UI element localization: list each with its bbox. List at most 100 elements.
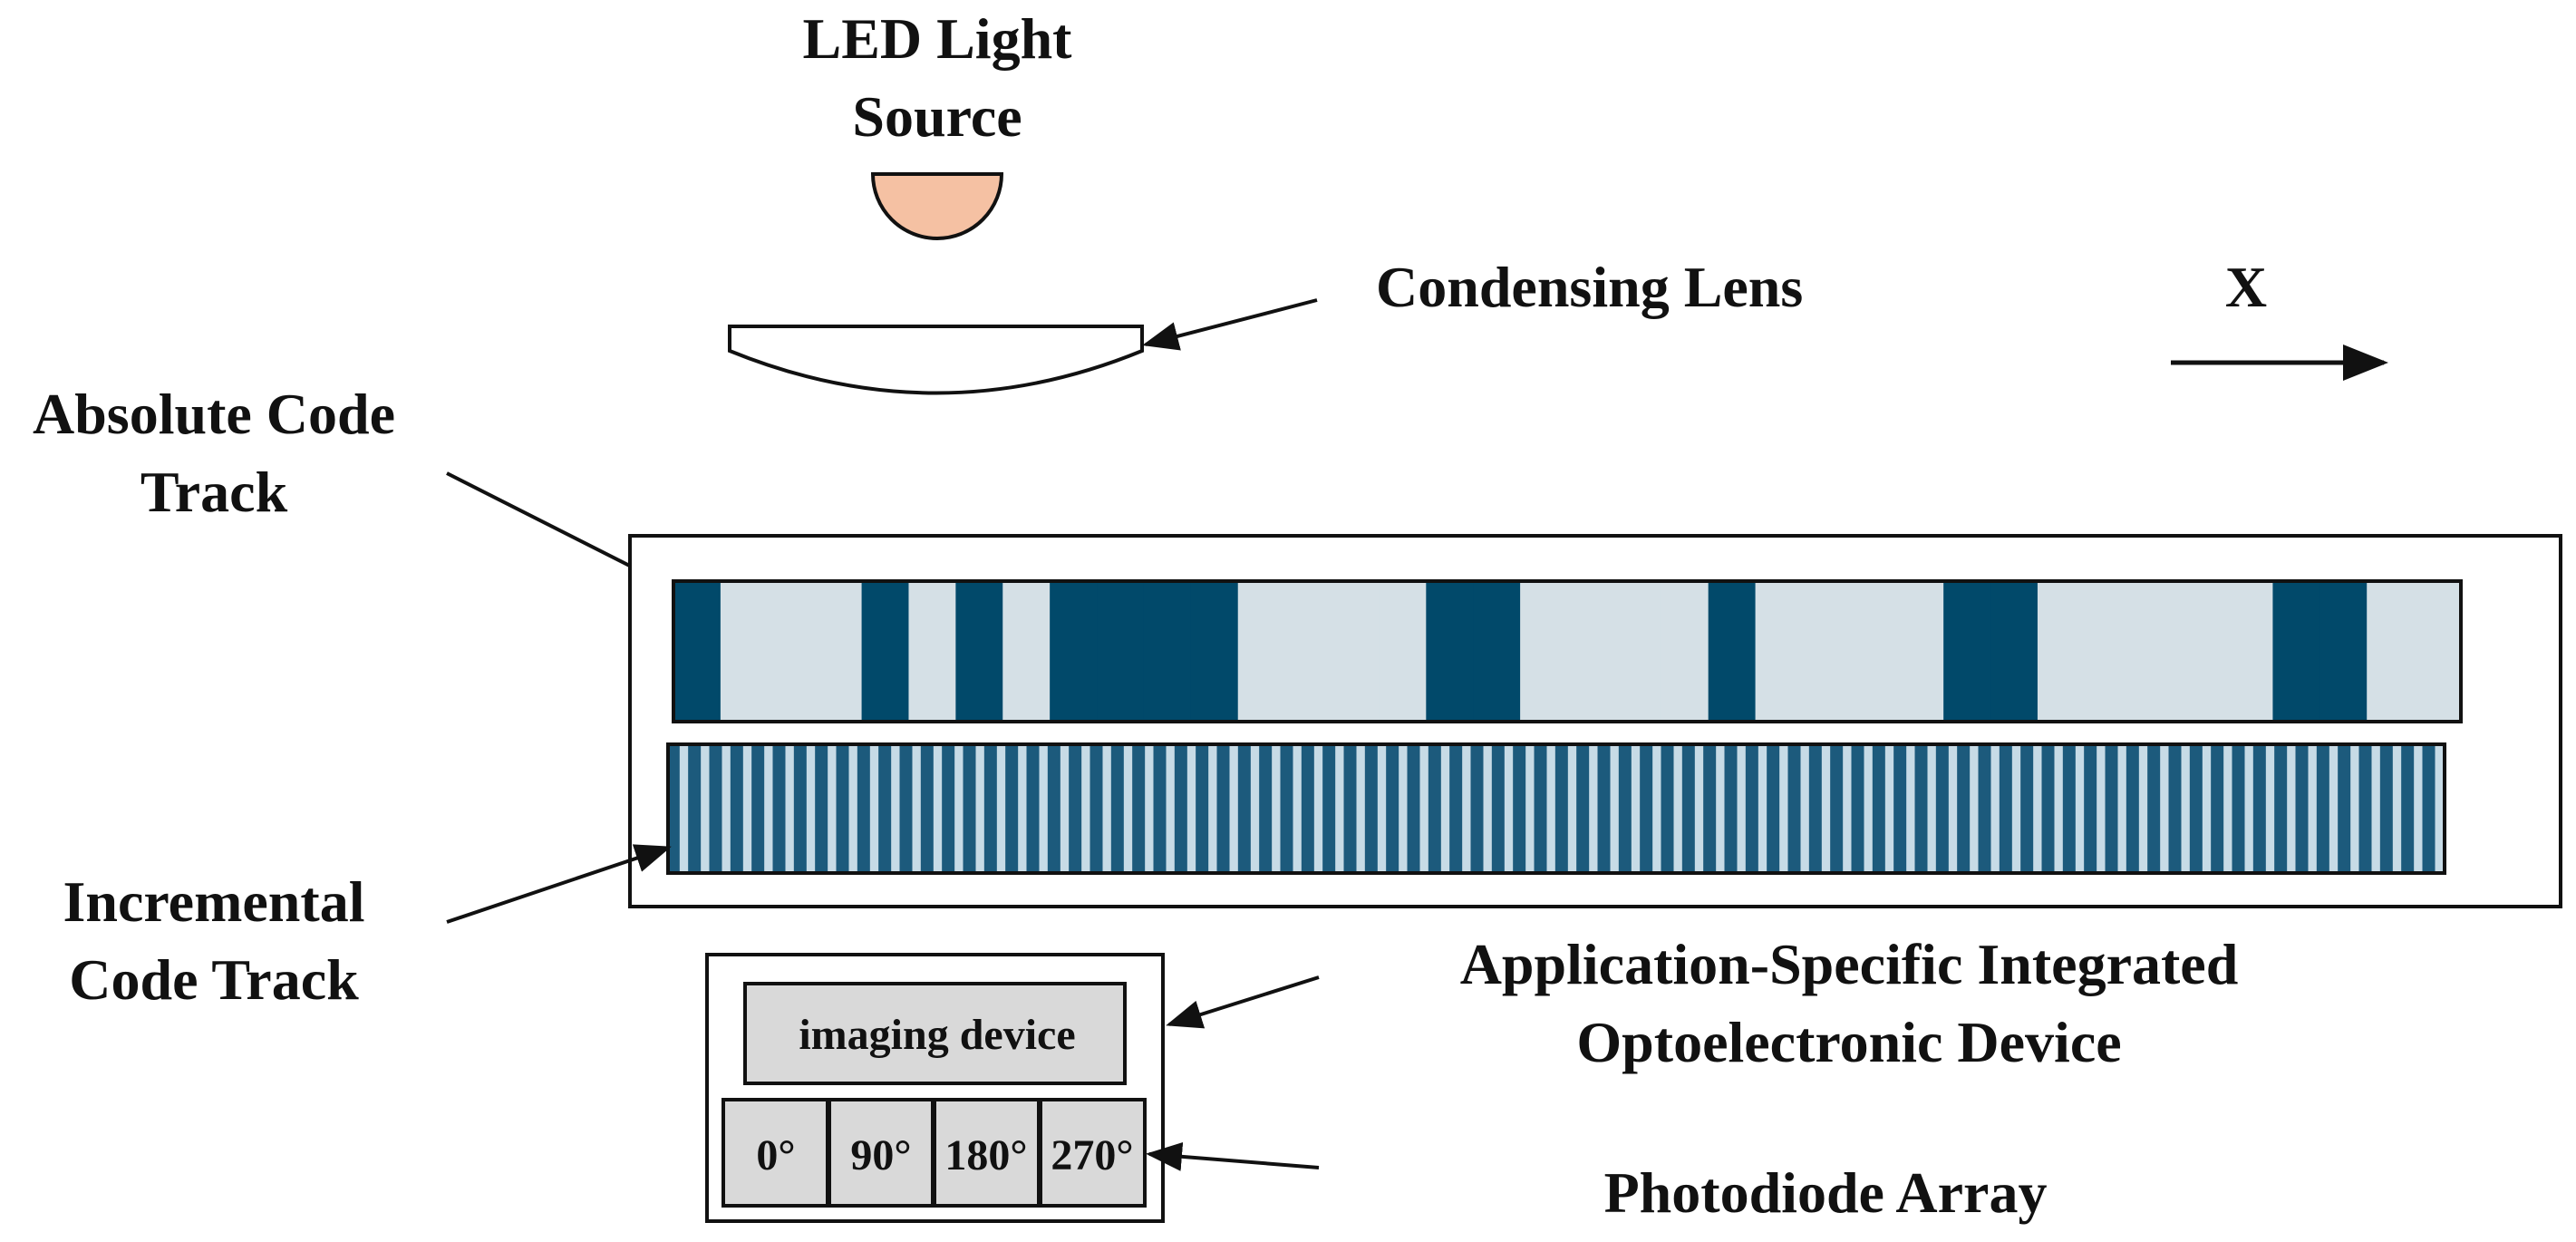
photodiode-180-label: 180° bbox=[944, 1131, 1027, 1179]
incremental-stripe bbox=[2287, 744, 2296, 873]
incremental-stripe bbox=[2371, 744, 2380, 873]
incremental-stripe bbox=[975, 744, 984, 873]
incremental-stripe bbox=[2097, 744, 2106, 873]
led-label-line1: LED Light bbox=[803, 6, 1073, 71]
absolute-code-cell bbox=[908, 581, 956, 722]
absolute-code-cell bbox=[2272, 581, 2320, 722]
incremental-stripe bbox=[1631, 744, 1641, 873]
incremental-stripe bbox=[1123, 744, 1133, 873]
incremental-stripe bbox=[1018, 744, 1027, 873]
incremental-stripe bbox=[1525, 744, 1535, 873]
absolute-code-cell bbox=[2084, 581, 2133, 722]
incremental-stripe bbox=[1377, 744, 1387, 873]
x-axis-label: X bbox=[2225, 255, 2267, 319]
incremental-stripe bbox=[2350, 744, 2359, 873]
absolute-code-cell bbox=[1332, 581, 1380, 722]
absolute-code-cell bbox=[1613, 581, 1662, 722]
absolute-code-cell bbox=[1896, 581, 1944, 722]
absolute-code-cell bbox=[1943, 581, 1991, 722]
incremental-stripe bbox=[1208, 744, 1217, 873]
incremental-stripe bbox=[679, 744, 689, 873]
incremental-stripe bbox=[1990, 744, 2000, 873]
incremental-stripe bbox=[2329, 744, 2339, 873]
incremental-stripe bbox=[1313, 744, 1323, 873]
absolute-code-cell bbox=[1050, 581, 1098, 722]
incremental-stripe bbox=[764, 744, 773, 873]
incremental-stripe bbox=[1906, 744, 1915, 873]
absolute-code-cell bbox=[2367, 581, 2415, 722]
absolute-code-cell bbox=[1143, 581, 1192, 722]
condensing-lens-arrow bbox=[1142, 298, 1318, 351]
incremental-stripe bbox=[2138, 744, 2148, 873]
incremental-stripe bbox=[1610, 744, 1619, 873]
imaging-device-label: imaging device bbox=[799, 1011, 1075, 1059]
absolute-code-cell bbox=[2131, 581, 2180, 722]
incremental-stripe bbox=[1546, 744, 1555, 873]
incremental-stripe bbox=[2054, 744, 2063, 873]
absolute-code-cell bbox=[1190, 581, 1239, 722]
incremental-stripe bbox=[1356, 744, 1365, 873]
incremental-stripe bbox=[2414, 744, 2423, 873]
asic-arrow bbox=[1166, 975, 1320, 1029]
incremental-stripe bbox=[933, 744, 943, 873]
absolute-code-cell bbox=[2414, 581, 2462, 722]
photodiode-0-label: 0° bbox=[756, 1131, 795, 1179]
condensing-lens-label: Condensing Lens bbox=[1376, 255, 1803, 319]
incremental-stripe bbox=[1652, 744, 1661, 873]
incremental-stripe bbox=[2033, 744, 2042, 873]
absolute-code-cell bbox=[1426, 581, 1474, 722]
absolute-code-cell bbox=[1661, 581, 1709, 722]
absolute-code-cell bbox=[1473, 581, 1521, 722]
incremental-stripe bbox=[1440, 744, 1450, 873]
incremental-stripe bbox=[1673, 744, 1682, 873]
incremental-stripe bbox=[1483, 744, 1492, 873]
incremental-stripe bbox=[1250, 744, 1260, 873]
incremental-stripe bbox=[1821, 744, 1831, 873]
photodiode-270-label: 270° bbox=[1051, 1131, 1133, 1179]
condensing-lens bbox=[728, 325, 1144, 395]
absolute-code-track bbox=[673, 581, 2462, 722]
incremental-stripe bbox=[1567, 744, 1577, 873]
absolute-code-cell bbox=[1237, 581, 1286, 722]
absolute-code-cell bbox=[1567, 581, 1615, 722]
led-label-line2: Source bbox=[852, 84, 1022, 149]
incremental-stripe bbox=[1716, 744, 1725, 873]
incremental-stripe bbox=[1970, 744, 1979, 873]
incremental-track-background bbox=[668, 744, 2445, 873]
incremental-stripe bbox=[848, 744, 857, 873]
photodiode-array-arrow bbox=[1146, 1141, 1320, 1171]
incremental-stripe bbox=[1927, 744, 1936, 873]
incremental-code-track-arrow bbox=[446, 844, 672, 924]
incremental-stripe bbox=[1504, 744, 1514, 873]
absolute-code-track-border bbox=[672, 579, 2463, 723]
incremental-code-track-label-line2: Code Track bbox=[69, 947, 359, 1012]
absolute-code-cell bbox=[767, 581, 816, 722]
incremental-stripe bbox=[891, 744, 900, 873]
incremental-stripe bbox=[1694, 744, 1704, 873]
incremental-code-track-border bbox=[666, 742, 2446, 875]
incremental-stripe bbox=[2202, 744, 2212, 873]
incremental-stripe bbox=[2075, 744, 2085, 873]
incremental-stripe bbox=[1335, 744, 1344, 873]
incremental-stripe bbox=[785, 744, 794, 873]
incremental-stripe bbox=[2392, 744, 2402, 873]
incremental-stripe bbox=[1779, 744, 1788, 873]
absolute-code-cell bbox=[1755, 581, 1804, 722]
absolute-code-cell bbox=[1097, 581, 1145, 722]
incremental-stripe bbox=[1948, 744, 1958, 873]
absolute-code-cell bbox=[1990, 581, 2039, 722]
incremental-stripe bbox=[1166, 744, 1175, 873]
incremental-stripe bbox=[2244, 744, 2253, 873]
incremental-stripe bbox=[2160, 744, 2169, 873]
incremental-stripe bbox=[1884, 744, 1894, 873]
incremental-stripe bbox=[1186, 744, 1196, 873]
incremental-stripe bbox=[2265, 744, 2275, 873]
incremental-stripe bbox=[1758, 744, 1767, 873]
incremental-stripe bbox=[1864, 744, 1873, 873]
incremental-stripe bbox=[2308, 744, 2317, 873]
incremental-stripe bbox=[996, 744, 1006, 873]
incremental-stripe bbox=[1399, 744, 1408, 873]
absolute-code-cell bbox=[1802, 581, 1850, 722]
incremental-stripe bbox=[1102, 744, 1111, 873]
